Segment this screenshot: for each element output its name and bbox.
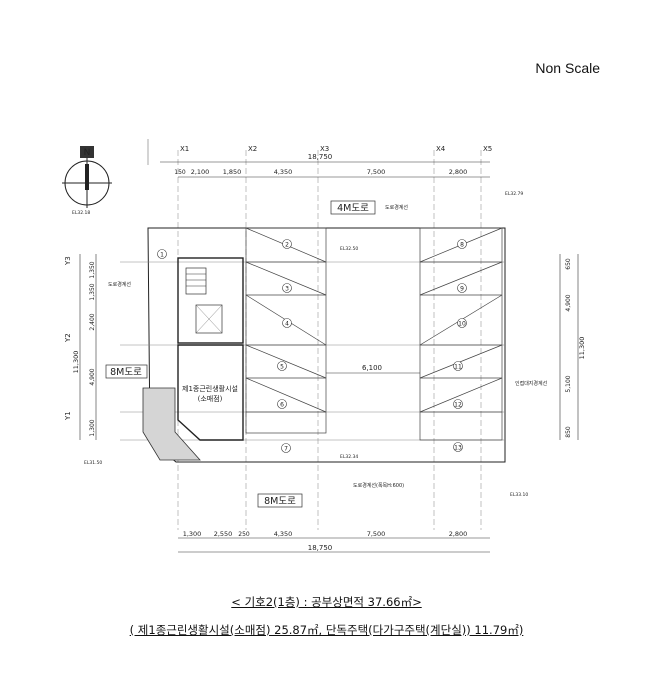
scale-note: Non Scale (535, 60, 600, 76)
note-road-boundary-bottom: 도로경계선(폭목H:600) (353, 482, 404, 489)
room-label-line2: (소매점) (198, 395, 223, 403)
dim-left-2: 1,350 (89, 283, 96, 300)
dim-bottom-3: 250 (238, 531, 250, 538)
parking-number: 2 (285, 242, 289, 249)
grid-label-x2: X2 (248, 145, 257, 153)
grid-left: Y3 Y2 Y1 11,300 1,350 1,350 2,400 4,900 … (64, 254, 97, 440)
road-label-left: 8M도로 (110, 367, 142, 378)
grid-label-x3: X3 (320, 145, 329, 153)
parking-number: 1 (160, 252, 164, 259)
dim-bottom-5: 7,500 (367, 530, 386, 538)
parking-right (419, 227, 503, 441)
parking-number: 13 (454, 445, 462, 452)
north-arrow-icon: N (62, 146, 112, 208)
svg-text:N: N (84, 148, 91, 158)
hatched-area (142, 387, 201, 461)
parking-numbers: 1 2 3 4 5 6 7 8 9 10 11 12 13 (157, 239, 467, 453)
parking-number: 10 (458, 321, 466, 328)
road-label-bottom: 8M도로 (264, 496, 296, 507)
elev-3: EL32.50 (340, 246, 358, 252)
grid-label-y2: Y2 (64, 333, 72, 343)
road-label-top: 4M도로 (337, 203, 369, 214)
note-road-boundary-left: 도로경계선 (108, 281, 131, 288)
dim-right-2: 4,900 (565, 294, 572, 311)
dim-right-4: 850 (565, 426, 572, 438)
parking-number: 4 (285, 321, 289, 328)
elev-1: EL32.79 (505, 191, 523, 197)
dim-top-3: 1,850 (223, 168, 242, 176)
elev-4: EL32.34 (340, 454, 358, 460)
caption-breakdown-text: ( 제1종근린생활시설(소매점) 25.87㎡, 단독주택(다가구주택(계단실)… (129, 623, 524, 637)
dim-bottom-2: 2,550 (214, 530, 233, 538)
grid-label-x4: X4 (436, 145, 446, 153)
dim-top-2: 2,100 (191, 168, 210, 176)
retail-unit (177, 344, 244, 441)
dimensions-bottom: 1,300 2,550 250 4,350 7,500 2,800 18,750 (178, 530, 490, 553)
grid-label-y1: Y1 (64, 411, 72, 421)
dim-right-3: 5,100 (565, 375, 572, 392)
room-label-line1: 제1종근린생활시설 (182, 384, 238, 393)
parking-number: 6 (280, 402, 284, 409)
elev-6: EL33.10 (510, 492, 528, 498)
parking-number: 7 (284, 446, 288, 453)
dim-top-5: 7,500 (367, 168, 386, 176)
caption-area-text: < 기호2(1층) : 공부상면적 37.66㎡> (231, 595, 422, 609)
dim-left-total: 11,300 (72, 351, 80, 374)
dim-bottom-6: 2,800 (449, 530, 468, 538)
parking-number: 5 (280, 364, 284, 371)
dim-right-total: 11,300 (578, 337, 586, 360)
elev-5: EL31.50 (84, 460, 102, 466)
parking-number: 3 (285, 286, 289, 293)
caption-area: < 기호2(1층) : 공부상면적 37.66㎡> (0, 594, 653, 610)
parking-number: 12 (454, 402, 462, 409)
dim-left-4: 4,900 (89, 368, 96, 385)
parking-number: 8 (460, 242, 464, 249)
grid-label-x5: X5 (483, 145, 492, 153)
dim-top-1: 150 (174, 169, 186, 176)
dim-right-1: 650 (565, 258, 572, 270)
grid-label-y3: Y3 (64, 256, 72, 266)
dim-top-total: 18,750 (308, 153, 333, 161)
dim-left-3: 2,400 (89, 313, 96, 330)
parking-number: 11 (454, 364, 462, 371)
note-road-boundary-top: 도로경계선 (385, 204, 408, 211)
dims-right: 11,300 650 4,900 5,100 850 (559, 254, 586, 440)
elev-2: EL32.18 (72, 210, 90, 216)
dim-left-1: 1,350 (89, 261, 96, 278)
dim-top-4: 4,350 (274, 168, 293, 176)
grid-label-x1: X1 (180, 145, 189, 153)
dimensions-top: 18,750 150 2,100 1,850 4,350 7,500 2,800 (147, 139, 490, 178)
dim-left-5: 1,300 (89, 419, 96, 436)
note-adjacent-boundary: 인접대지경계선 (515, 380, 548, 387)
dim-bottom-total: 18,750 (308, 544, 333, 552)
dim-top-6: 2,800 (449, 168, 468, 176)
dim-bottom-1: 1,300 (183, 530, 202, 538)
dim-bottom-4: 4,350 (274, 530, 293, 538)
parking-number: 9 (460, 286, 464, 293)
stair-core (177, 257, 244, 344)
aisle-width: 6,100 (362, 364, 382, 372)
caption-breakdown: ( 제1종근린생활시설(소매점) 25.87㎡, 단독주택(다가구주택(계단실)… (0, 622, 653, 638)
